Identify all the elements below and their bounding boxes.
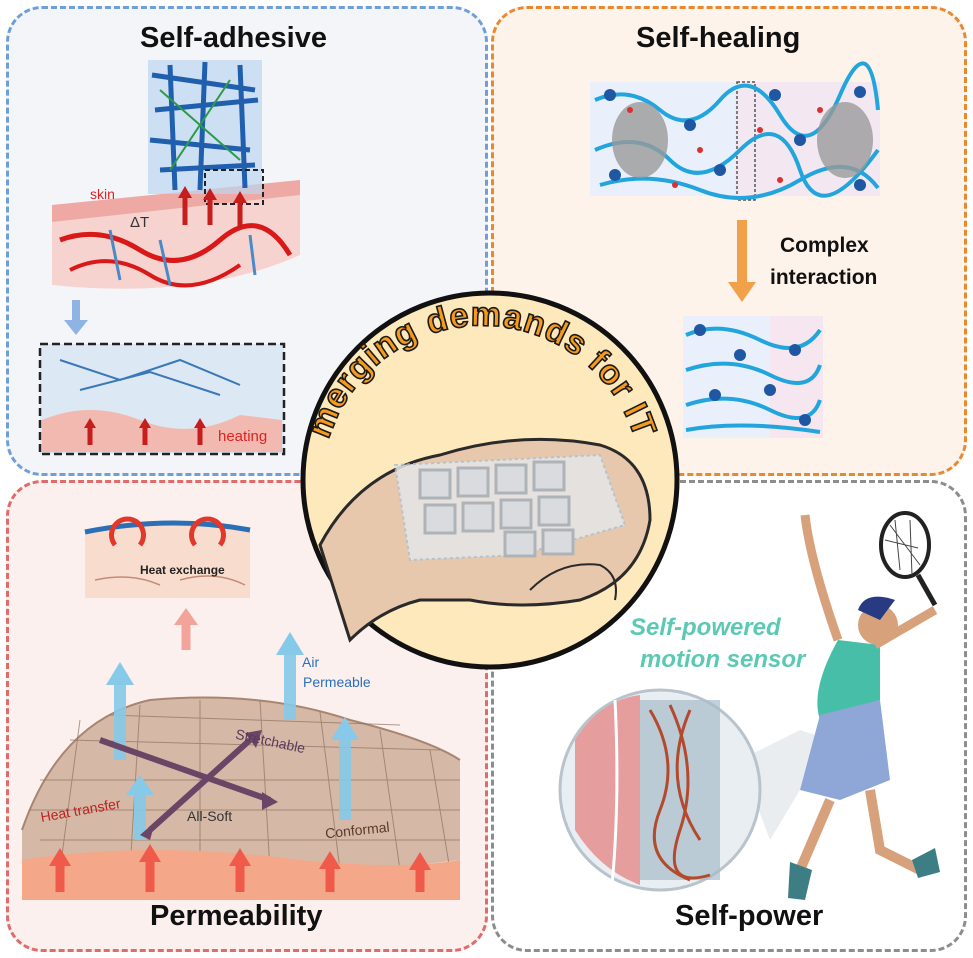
svg-text:Emerging demands for ITS: Emerging demands for ITS [0, 0, 664, 443]
delta-t-label: ΔT [130, 214, 150, 231]
all-soft-label: All-Soft [187, 808, 233, 824]
heat-exchange-label: Heat exchange [140, 563, 225, 577]
permeability-title: Permeability [150, 900, 323, 932]
center-title: Emerging demands for ITS [0, 0, 664, 444]
self-power-title: Self-power [675, 900, 824, 932]
complex-interaction-label-line1: Complex [780, 234, 869, 257]
self-powered-caption-line1: Self-powered [630, 614, 781, 641]
self-powered-caption-line2: motion sensor [640, 646, 806, 673]
heating-label: heating [218, 428, 268, 445]
complex-interaction-label-line2: interaction [770, 266, 878, 289]
self-healing-title: Self-healing [636, 22, 801, 54]
self-adhesive-title: Self-adhesive [140, 22, 327, 54]
skin-label: skin [90, 186, 115, 202]
permeable-label: Permeable [303, 674, 371, 690]
air-label: Air [302, 654, 320, 670]
